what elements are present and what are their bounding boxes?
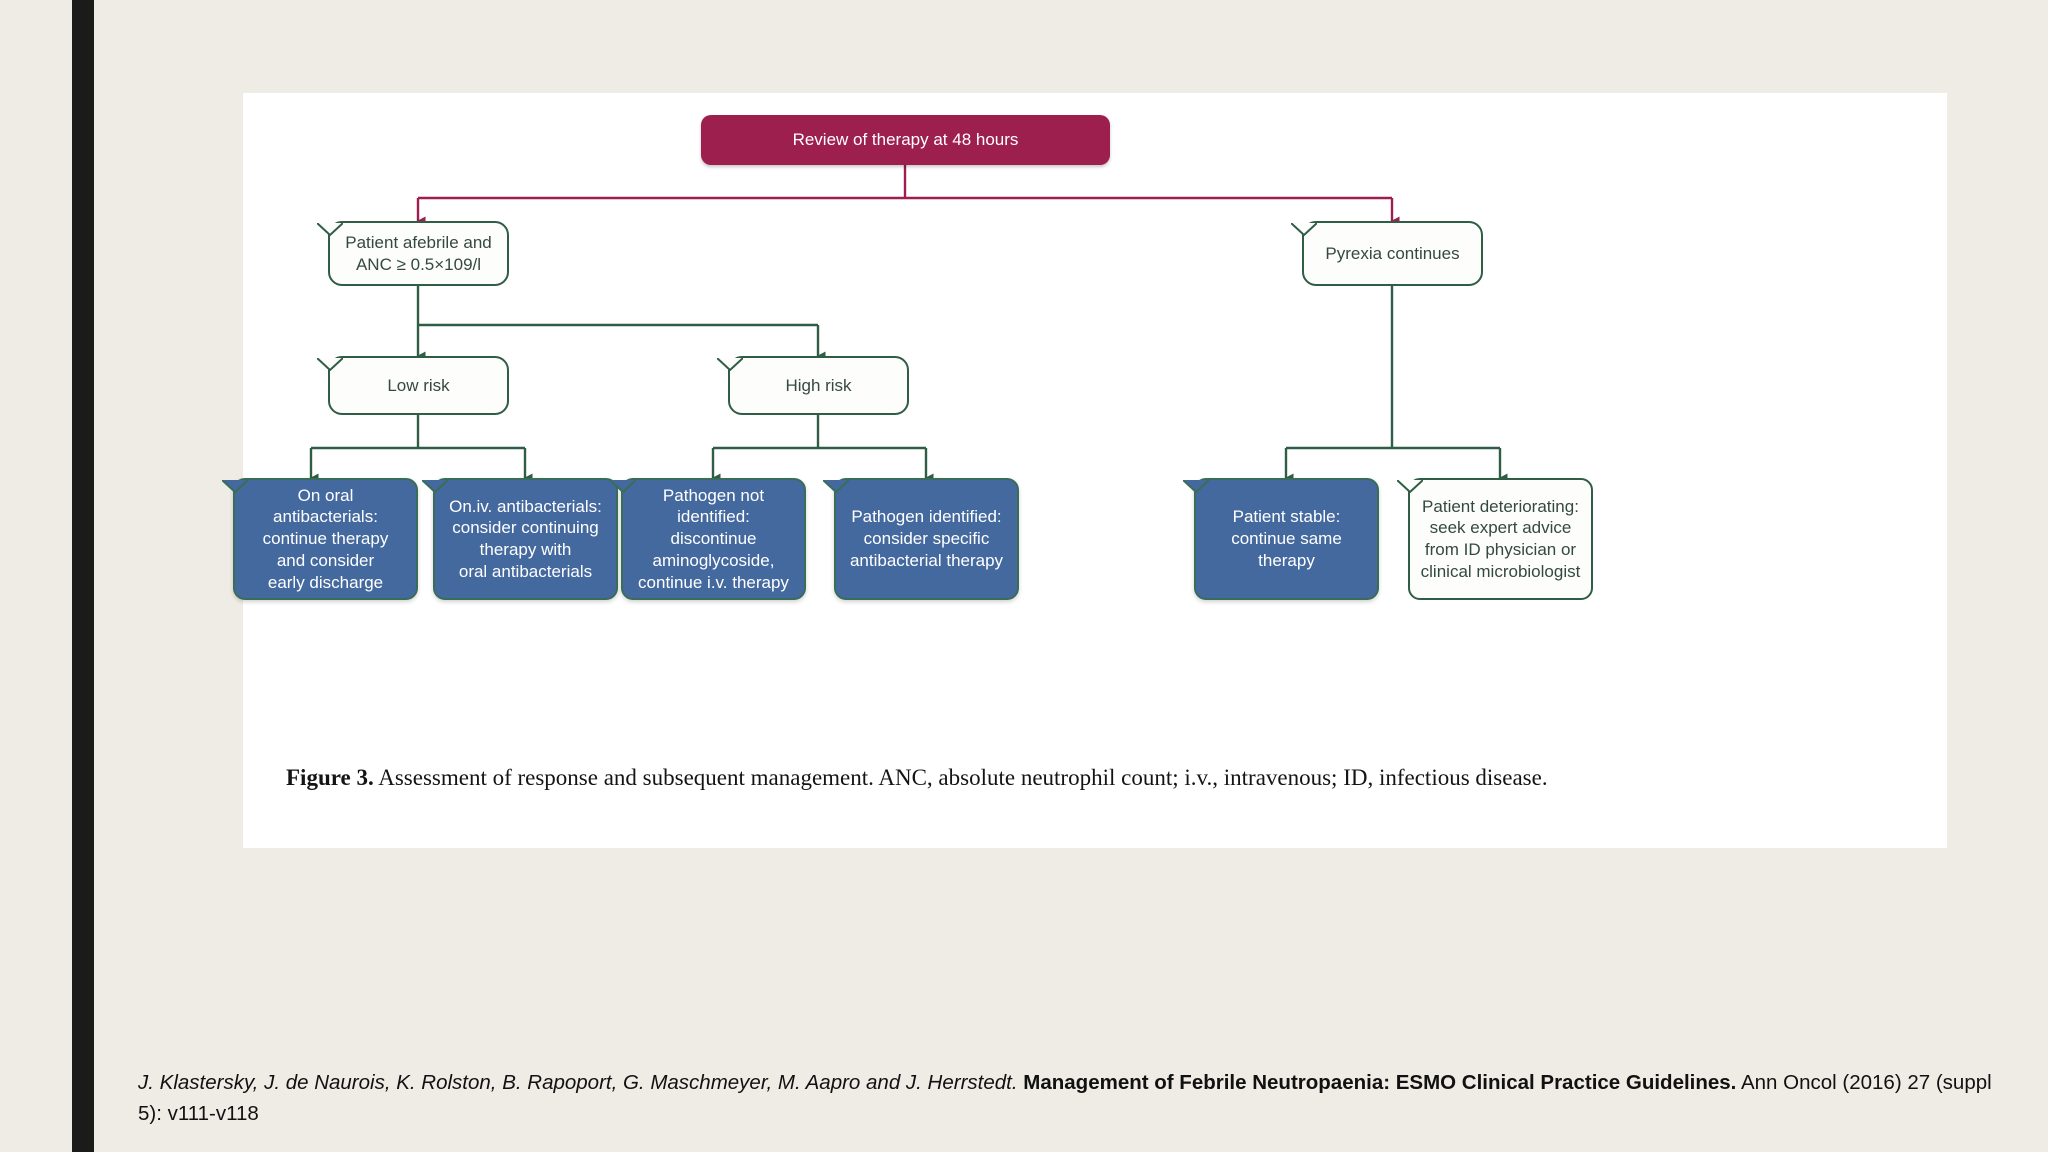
node-outcome-patient-deteriorating[interactable]: Patient deteriorating: seek expert advic… (1397, 478, 1593, 600)
flowchart-connectors (309, 155, 1508, 483)
node-outcome-patient-stable-label: Patient stable: continue same therapy (1231, 507, 1342, 570)
figure-caption-text: Assessment of response and subsequent ma… (378, 765, 1548, 790)
node-outcome-pathogen-not-identified-label: Pathogen not identified: discontinue ami… (638, 485, 789, 592)
figure-card: Review of therapy at 48 hours Patient af… (222, 93, 1947, 848)
node-pyrexia-continues-label: Pyrexia continues (1325, 243, 1460, 263)
flowchart-diagram: Review of therapy at 48 hours Patient af… (222, 93, 1947, 753)
citation-authors: J. Klastersky, J. de Naurois, K. Rolston… (138, 1071, 1018, 1094)
citation: J. Klastersky, J. de Naurois, K. Rolston… (138, 1068, 2018, 1130)
left-margin (0, 0, 72, 1152)
node-outcome-oral-antibacterials-label: On oral antibacterials: continue therapy… (262, 485, 389, 592)
node-outcome-iv-antibacterials-label: On.iv. antibacterials: consider continui… (449, 496, 602, 581)
node-low-risk[interactable]: Low risk (317, 356, 509, 415)
citation-title: Management of Febrile Neutropaenia: ESMO… (1023, 1071, 1737, 1094)
node-outcome-pathogen-not-identified[interactable]: Pathogen not identified: discontinue ami… (610, 478, 806, 600)
dark-side-rail (72, 0, 94, 1152)
node-high-risk-label: High risk (785, 375, 852, 395)
node-patient-afebrile-label: Patient afebrile and ANC ≥ 0.5×109/l (345, 232, 492, 274)
node-outcome-patient-stable[interactable]: Patient stable: continue same therapy (1183, 478, 1379, 600)
node-pyrexia-continues[interactable]: Pyrexia continues (1291, 221, 1483, 286)
node-outcome-iv-antibacterials[interactable]: On.iv. antibacterials: consider continui… (422, 478, 618, 600)
citation-source: Ann Oncol (2016) 27 (suppl 5): v111-v118 (138, 1071, 1992, 1125)
node-review-of-therapy-label: Review of therapy at 48 hours (792, 130, 1019, 150)
node-outcome-pathogen-identified[interactable]: Pathogen identified: consider specific a… (823, 478, 1019, 600)
node-review-of-therapy[interactable]: Review of therapy at 48 hours (701, 115, 1110, 165)
node-low-risk-label: Low risk (387, 375, 450, 395)
figure-caption: Figure 3. Assessment of response and sub… (286, 765, 1916, 791)
figure-caption-label: Figure 3. (286, 765, 374, 790)
node-outcome-pathogen-identified-label: Pathogen identified: consider specific a… (849, 507, 1004, 570)
node-high-risk[interactable]: High risk (717, 356, 909, 415)
node-outcome-oral-antibacterials[interactable]: On oral antibacterials: continue therapy… (222, 478, 418, 600)
node-outcome-patient-deteriorating-label: Patient deteriorating: seek expert advic… (1420, 496, 1581, 581)
node-patient-afebrile[interactable]: Patient afebrile and ANC ≥ 0.5×109/l (317, 221, 509, 286)
